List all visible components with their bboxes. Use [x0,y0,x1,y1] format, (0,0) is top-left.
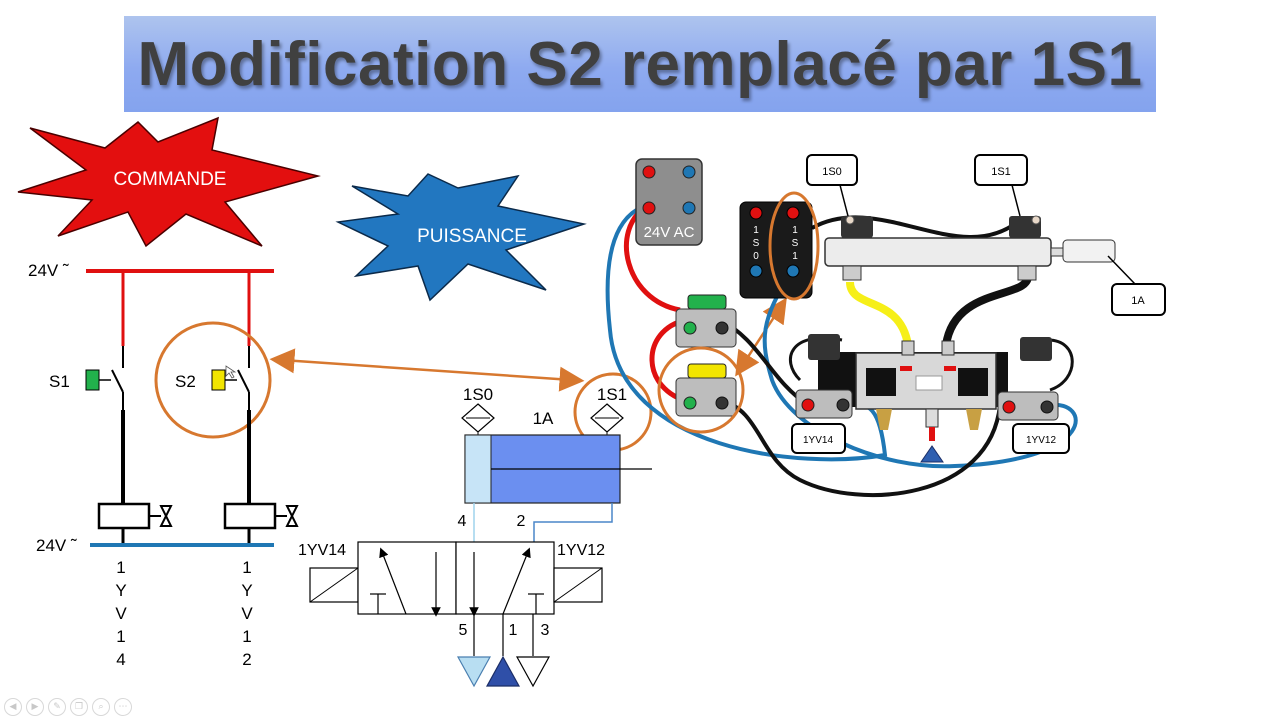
1s1-terminal-highlight [768,191,820,301]
control-circuit: 24V ˜ S1 S2 [28,261,299,669]
commande-label: COMMANDE [114,169,227,190]
port-2-label: 2 [517,513,526,530]
wiring-diagram: 24V AC 1 S 0 1 S 1 [605,154,1166,497]
svg-text:V: V [241,604,253,623]
next-icon[interactable]: ▶ [26,698,44,716]
svg-text:1: 1 [116,627,125,646]
page-title: Modification S2 remplacé par 1S1 [137,29,1143,99]
power-box-label: 24V AC [644,224,695,241]
svg-text:1: 1 [792,251,798,262]
coil-1yv12-schema-label: 1YV12 [557,542,605,559]
coil-right-vertical-label: 1 Y V 1 2 [241,558,253,669]
tag-1s0: 1S0 [806,154,858,217]
yellow-button-highlight [657,346,745,434]
link-arrow-s2-1s1 [269,348,585,392]
valve-physical [795,334,1059,463]
cursor-icon [225,365,237,379]
valve-5-2-symbol [309,541,603,617]
s1-pushbutton[interactable] [85,346,124,410]
s2-label: S2 [175,372,196,391]
svg-text:V: V [115,604,127,623]
red-wire-button [649,317,691,405]
prev-icon[interactable]: ◀ [4,698,22,716]
black-wire-2 [721,399,1002,497]
s1-label: S1 [49,372,70,391]
link-arrow-button-sensor [735,297,787,377]
sensor-terminal-block: 1 S 0 1 S 1 [739,191,820,301]
slide-toolbar: ◀ ▶ ✎ ❐ ⌕ ⋯ [4,698,132,718]
svg-text:1S1: 1S1 [991,166,1011,178]
sensor-1s0-label: 1S0 [463,385,493,404]
pen-icon[interactable]: ✎ [48,698,66,716]
black-air-hose [942,274,1032,346]
svg-text:4: 4 [116,650,125,669]
port-5-label: 5 [459,622,468,639]
coil-1yv14-schema-label: 1YV14 [298,542,346,559]
svg-text:0: 0 [753,251,759,262]
zoom-icon[interactable]: ⌕ [92,698,110,716]
cylinder-1a-physical [824,215,1116,281]
black-wire-sensor [811,215,1022,239]
coil-left-vertical-label: 1 Y V 1 4 [115,558,127,669]
tag-1a: 1A [1107,255,1166,316]
svg-text:S: S [753,238,760,249]
blue-wire-sensor [762,268,1078,469]
commande-burst: COMMANDE [17,116,321,248]
cylinder-1a-symbol [464,434,652,504]
title-banner: Modification S2 remplacé par 1S1 [124,16,1156,112]
power-supply-box: 24V AC [635,158,703,246]
copy-icon[interactable]: ❐ [70,698,88,716]
pressure-source-icon [485,655,521,687]
coil-1yv12 [223,502,299,545]
supply-top-label: 24V ˜ [28,261,69,280]
yellow-air-hose [846,281,912,346]
svg-text:1YV14: 1YV14 [803,435,833,446]
svg-text:1: 1 [792,225,798,236]
sensor-1s0-symbol [461,403,495,436]
more-icon[interactable]: ⋯ [114,698,132,716]
exhaust-3-icon [515,656,551,688]
yellow-pushbutton-physical [675,363,737,417]
svg-text:1YV12: 1YV12 [1026,435,1056,446]
sensor-1s1-label: 1S1 [597,385,627,404]
port-4-label: 4 [458,513,467,530]
puissance-label: PUISSANCE [417,226,527,247]
svg-text:Y: Y [115,581,126,600]
svg-text:1A: 1A [1131,295,1145,307]
svg-text:1: 1 [753,225,759,236]
port-3-label: 3 [541,622,550,639]
cylinder-label: 1A [533,409,554,428]
sensor-1s1-symbol [590,403,624,436]
tag-1s1: 1S1 [974,154,1028,217]
tag-1yv14: 1YV14 [791,423,846,454]
svg-text:1: 1 [116,558,125,577]
exhaust-5-icon [456,656,492,688]
tag-1yv12: 1YV12 [1012,423,1070,454]
svg-text:2: 2 [242,650,251,669]
svg-text:Y: Y [241,581,252,600]
svg-text:1: 1 [242,558,251,577]
pneumatic-schema: 1S0 1S1 1A 4 2 [298,372,653,688]
supply-bottom-label: 24V ˜ [36,536,77,555]
coil-1yv14 [97,502,173,545]
puissance-burst: PUISSANCE [335,173,587,302]
svg-text:S: S [792,238,799,249]
svg-text:1S0: 1S0 [822,166,842,178]
green-pushbutton-physical [675,294,737,348]
svg-text:1: 1 [242,627,251,646]
s2-pushbutton[interactable] [211,346,250,410]
port-1-label: 1 [509,622,518,639]
